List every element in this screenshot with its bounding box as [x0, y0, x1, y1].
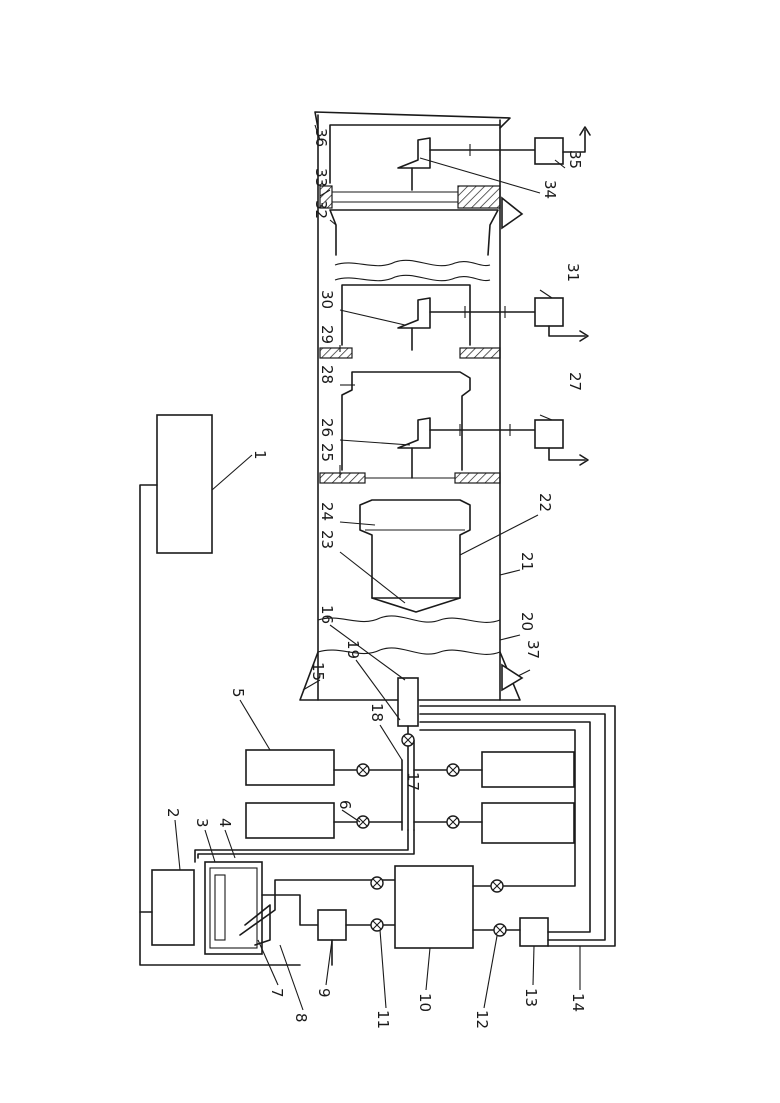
- label-16: 16: [318, 605, 336, 624]
- tank-5: [246, 750, 334, 785]
- block-9: [318, 910, 346, 940]
- label-8: 8: [292, 1013, 310, 1023]
- label-36: 36: [312, 128, 330, 147]
- label-1: 1: [251, 450, 269, 460]
- label-4: 4: [216, 818, 234, 828]
- label-22: 22: [536, 493, 554, 512]
- label-29: 29: [318, 325, 336, 344]
- label-17: 17: [404, 772, 422, 791]
- label-23: 23: [318, 530, 336, 549]
- block-13: [520, 918, 548, 946]
- label-3: 3: [193, 818, 211, 828]
- tank-6-left: [246, 803, 334, 838]
- nozzle-16: [398, 678, 418, 830]
- label-11: 11: [374, 1010, 392, 1029]
- reactor-10: [395, 866, 473, 948]
- vessel-3: [205, 862, 262, 954]
- turbine-34: [398, 138, 555, 190]
- label-14: 14: [569, 993, 587, 1012]
- turbine-30: [398, 298, 555, 350]
- label-12: 12: [473, 1010, 491, 1029]
- label-33: 33: [312, 168, 330, 187]
- label-6: 6: [336, 800, 354, 810]
- label-13: 13: [522, 988, 540, 1007]
- label-28: 28: [318, 365, 336, 384]
- combustor: [360, 500, 470, 612]
- separator-plates: [320, 186, 500, 483]
- label-27: 27: [566, 372, 584, 391]
- generator-31: [535, 298, 588, 341]
- label-7: 7: [268, 988, 286, 998]
- label-35: 35: [566, 150, 584, 169]
- chamber-32: [330, 210, 498, 255]
- label-9: 9: [315, 988, 333, 998]
- label-37: 37: [524, 640, 542, 659]
- label-20: 20: [518, 612, 536, 631]
- chamber-28: [342, 372, 470, 470]
- tank-right-1: [482, 752, 574, 787]
- label-5: 5: [229, 688, 247, 698]
- tank-right-2: [482, 803, 574, 843]
- label-31: 31: [564, 263, 582, 282]
- label-2: 2: [164, 808, 182, 818]
- label-26: 26: [318, 418, 336, 437]
- block-2: [152, 870, 194, 945]
- label-15: 15: [309, 662, 327, 681]
- label-18: 18: [368, 703, 386, 722]
- generator-27: [535, 420, 588, 465]
- control-unit-1: [157, 415, 212, 553]
- turbine-26: [398, 418, 555, 478]
- label-10: 10: [416, 993, 434, 1012]
- label-24: 24: [318, 502, 336, 521]
- label-32: 32: [312, 200, 330, 219]
- label-19: 19: [344, 640, 362, 659]
- support-37: [502, 665, 522, 690]
- label-34: 34: [541, 180, 559, 199]
- label-21: 21: [518, 552, 536, 571]
- support-right: [502, 198, 522, 228]
- label-25: 25: [318, 443, 336, 462]
- label-30: 30: [318, 290, 336, 309]
